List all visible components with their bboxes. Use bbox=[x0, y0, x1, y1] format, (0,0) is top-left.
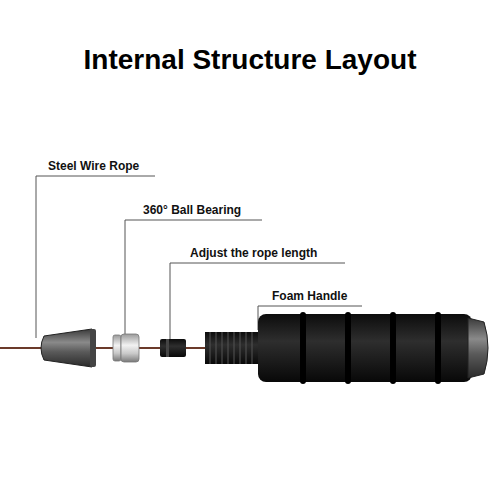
diagram-title: Internal Structure Layout bbox=[0, 44, 500, 76]
length-adjuster bbox=[160, 339, 186, 357]
length-adjuster bbox=[166, 339, 169, 357]
handle-grooves bbox=[300, 312, 441, 384]
part-label: Foam Handle bbox=[272, 289, 347, 303]
part-label: Adjust the rope length bbox=[190, 246, 317, 260]
leader-line bbox=[36, 176, 155, 338]
part-label: 360° Ball Bearing bbox=[143, 203, 241, 217]
ball-bearing bbox=[113, 335, 121, 361]
leader-line bbox=[125, 220, 262, 334]
threaded-insert bbox=[205, 332, 260, 364]
end-cap-rim bbox=[90, 329, 96, 367]
part-label: Steel Wire Rope bbox=[48, 159, 139, 173]
thread-lines bbox=[210, 332, 252, 364]
end-cap bbox=[41, 329, 95, 367]
ball-bearing bbox=[121, 334, 139, 362]
handle-end-cap bbox=[468, 318, 488, 378]
